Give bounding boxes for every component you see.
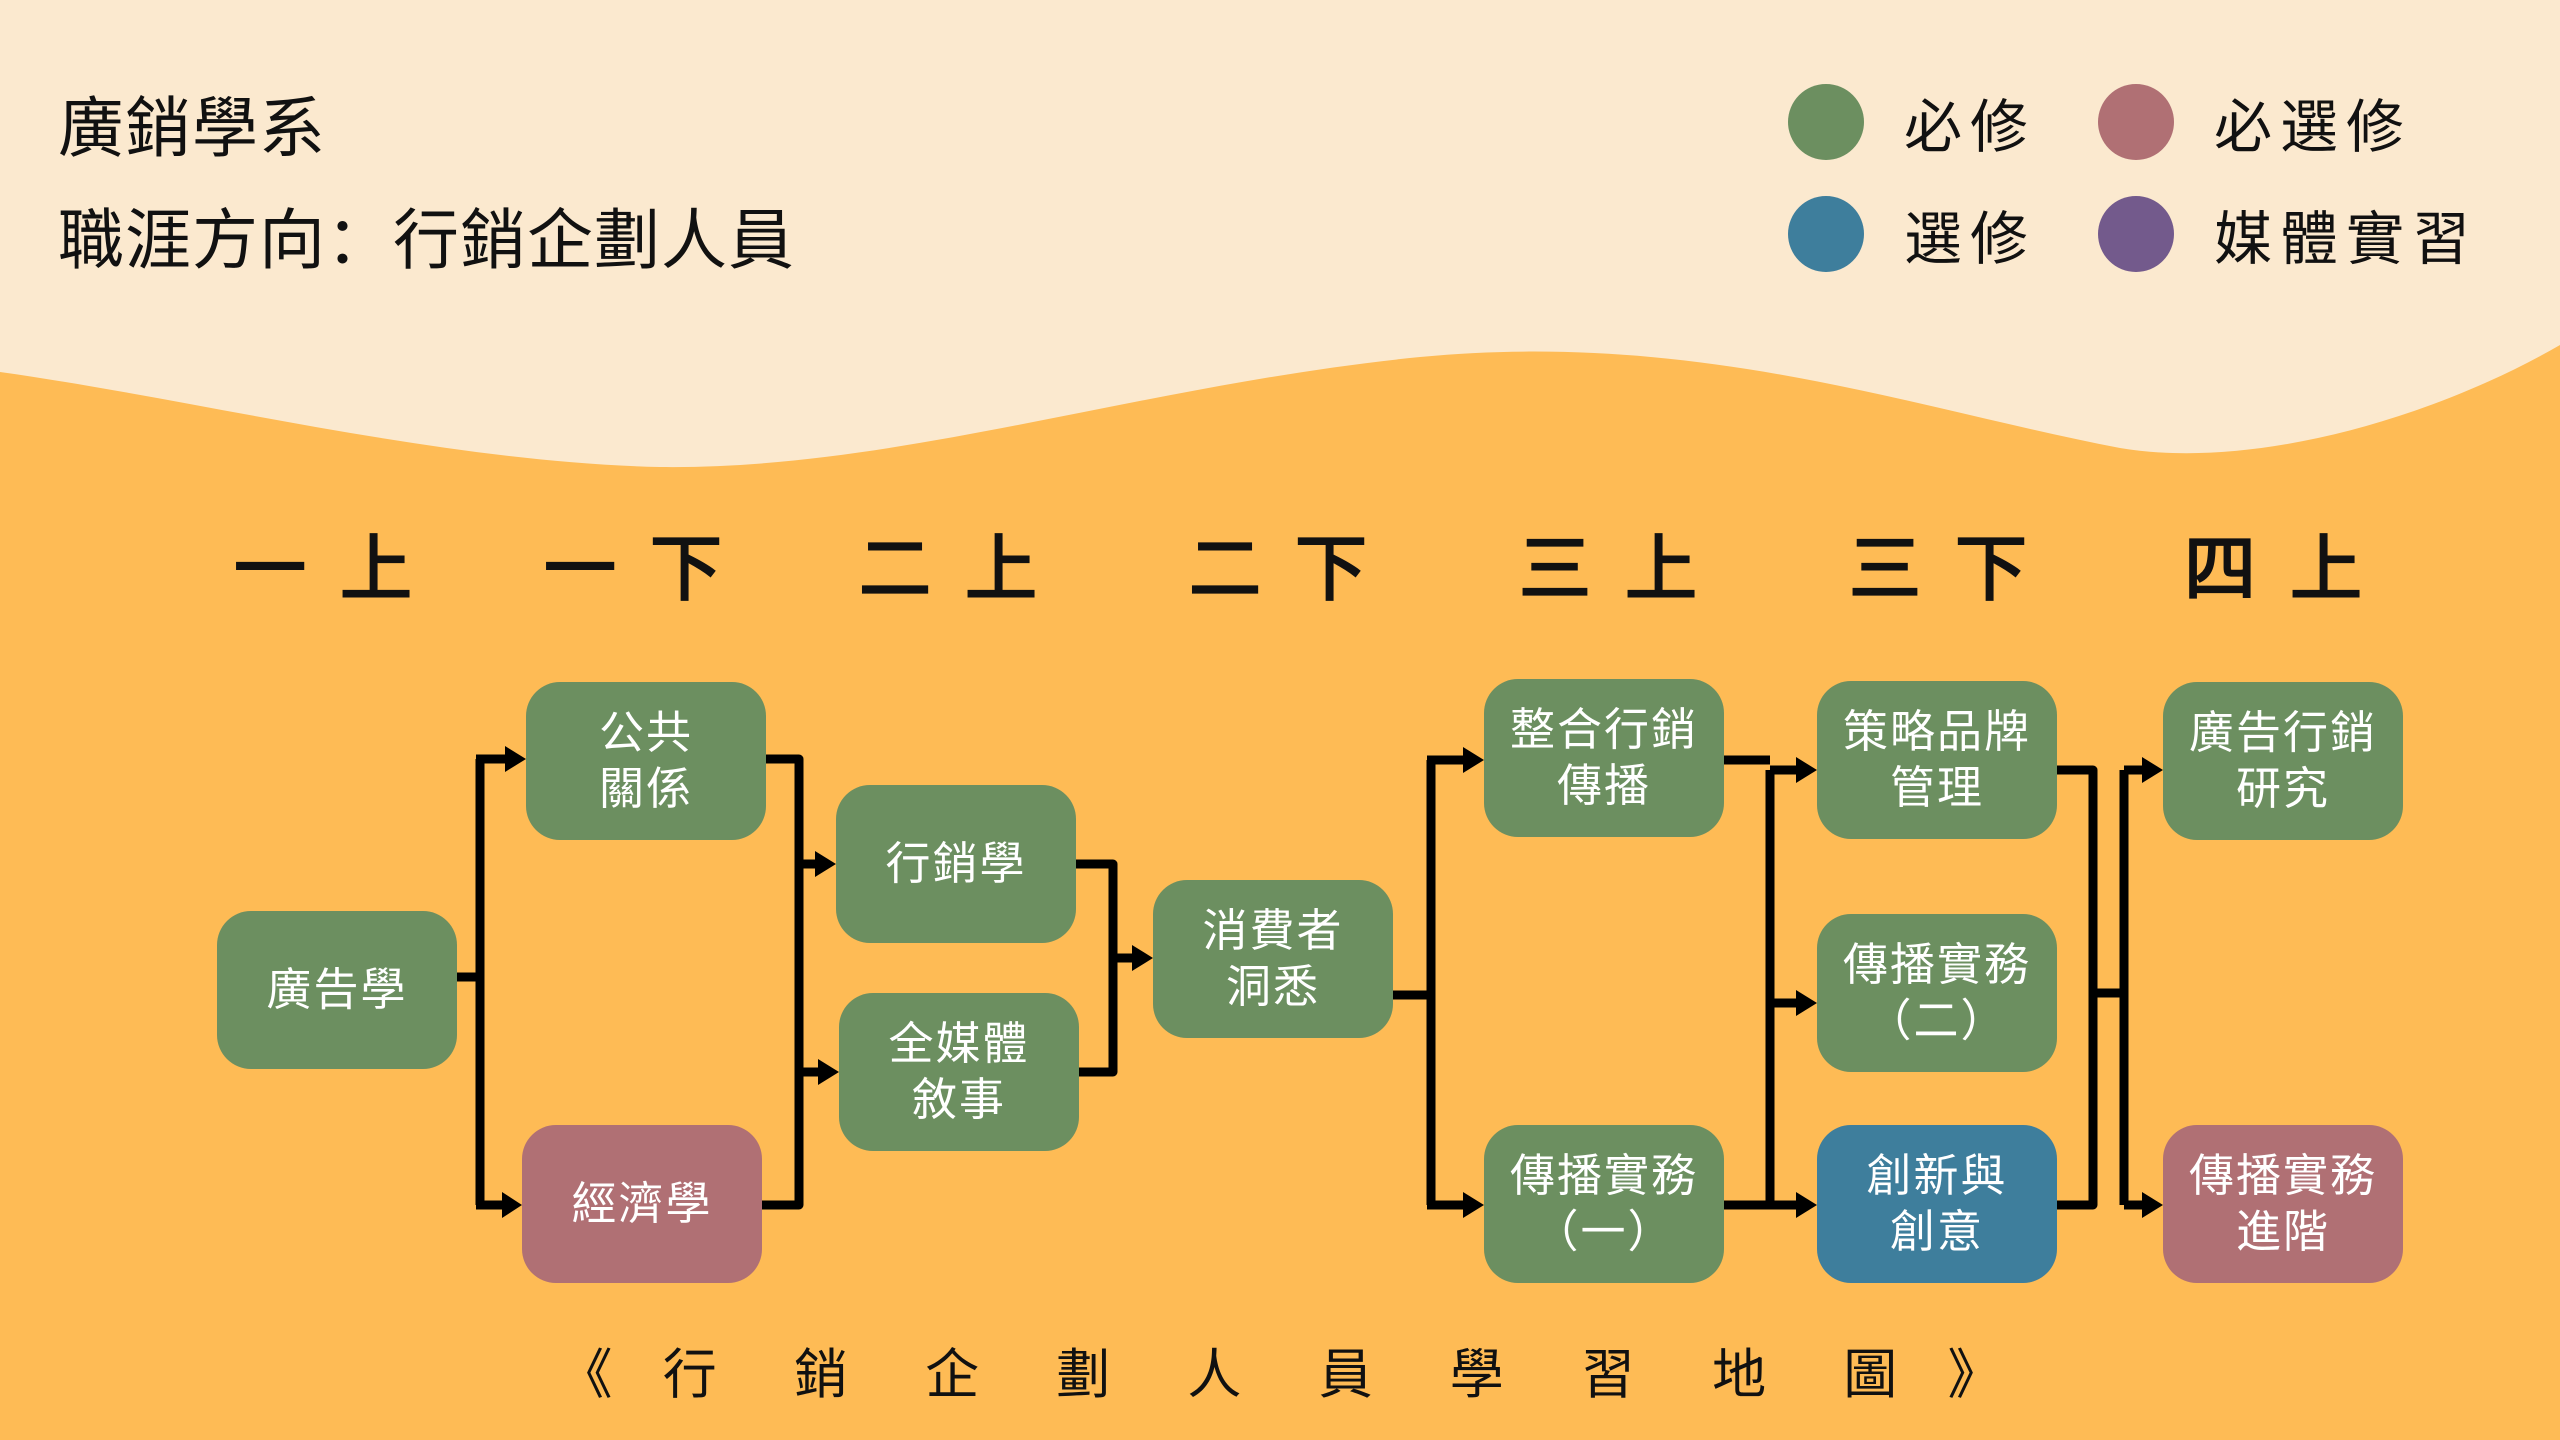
course-label: 全媒體 敘事 [888,1017,1030,1126]
semester-header-3a: 三上 [1518,527,1732,611]
caption-char: 人 [1187,1343,1242,1406]
course-label: 傳播實務 進階 [2188,1149,2377,1258]
course-innovation-creativity[interactable]: 創新與 創意 [1817,1125,2057,1283]
legend-media-internship: 媒體實習 [2098,192,2478,276]
caption-char: 習 [1580,1343,1635,1406]
course-public-relations[interactable]: 公共 關係 [526,682,766,840]
course-label: 傳播實務 （一） [1509,1149,1698,1258]
course-ad-marketing-research[interactable]: 廣告行銷 研究 [2163,682,2403,840]
legend-dot-elective-icon [1788,196,1864,272]
semester-header-1b: 一下 [543,527,757,611]
semester-header-4a: 四上 [2183,527,2397,611]
course-imc[interactable]: 整合行銷 傳播 [1484,679,1724,837]
caption-char: 學 [1449,1343,1504,1406]
legend-required: 必修 [1788,80,2036,164]
course-label: 廣告行銷 研究 [2188,706,2377,815]
course-consumer-insight[interactable]: 消費者 洞悉 [1153,880,1393,1038]
course-label: 經濟學 [571,1177,713,1230]
cream-wave [0,0,2560,468]
course-comm-practice-advanced[interactable]: 傳播實務 進階 [2163,1125,2403,1283]
course-comm-practice-2[interactable]: 傳播實務 （二） [1817,914,2057,1072]
semester-header-2b: 二下 [1188,527,1402,611]
legend-dot-required-icon [1788,84,1864,160]
course-label: 廣告學 [266,963,408,1016]
career-direction-title: 職涯方向：行銷企劃人員 [58,202,795,279]
legend-label: 必選修 [2214,93,2413,161]
course-label: 公共 關係 [598,706,693,815]
course-label: 消費者 洞悉 [1202,904,1344,1013]
course-label: 整合行銷 傳播 [1509,703,1698,812]
department-title: 廣銷學系 [58,90,326,167]
legend-label: 必修 [1904,93,2037,161]
legend-dot-required-elective-icon [2098,84,2174,160]
semester-header-1a: 一上 [233,527,447,611]
course-comm-practice-1[interactable]: 傳播實務 （一） [1484,1125,1724,1283]
caption-open-bracket: 《 [558,1343,613,1406]
caption-char: 圖 [1843,1343,1898,1406]
legend-label: 媒體實習 [2214,205,2479,273]
course-marketing[interactable]: 行銷學 [836,785,1076,943]
learning-map-caption: 《 行 銷 企 劃 人 員 學 習 地 圖 》 [0,1330,2560,1409]
legend-dot-media-internship-icon [2098,196,2174,272]
caption-char: 銷 [793,1343,848,1406]
caption-char: 地 [1712,1343,1767,1406]
caption-close-bracket: 》 [1947,1343,2002,1406]
course-label: 創新與 創意 [1866,1149,2008,1258]
course-omnimedia-storytelling[interactable]: 全媒體 敘事 [839,993,1079,1151]
caption-char: 行 [662,1343,717,1406]
caption-char: 劃 [1056,1343,1111,1406]
legend-elective: 選修 [1788,192,2036,276]
course-advertising[interactable]: 廣告學 [217,911,457,1069]
semester-header-3b: 三下 [1848,527,2062,611]
legend-required-elective: 必選修 [2098,80,2412,164]
caption-char: 企 [925,1343,980,1406]
caption-char: 員 [1318,1343,1373,1406]
course-label: 傳播實務 （二） [1842,938,2031,1047]
course-label: 策略品牌 管理 [1842,705,2031,814]
course-strategic-brand-management[interactable]: 策略品牌 管理 [1817,681,2057,839]
legend-label: 選修 [1904,205,2037,273]
course-label: 行銷學 [885,837,1027,890]
semester-header-2a: 二上 [858,527,1072,611]
course-economics[interactable]: 經濟學 [522,1125,762,1283]
